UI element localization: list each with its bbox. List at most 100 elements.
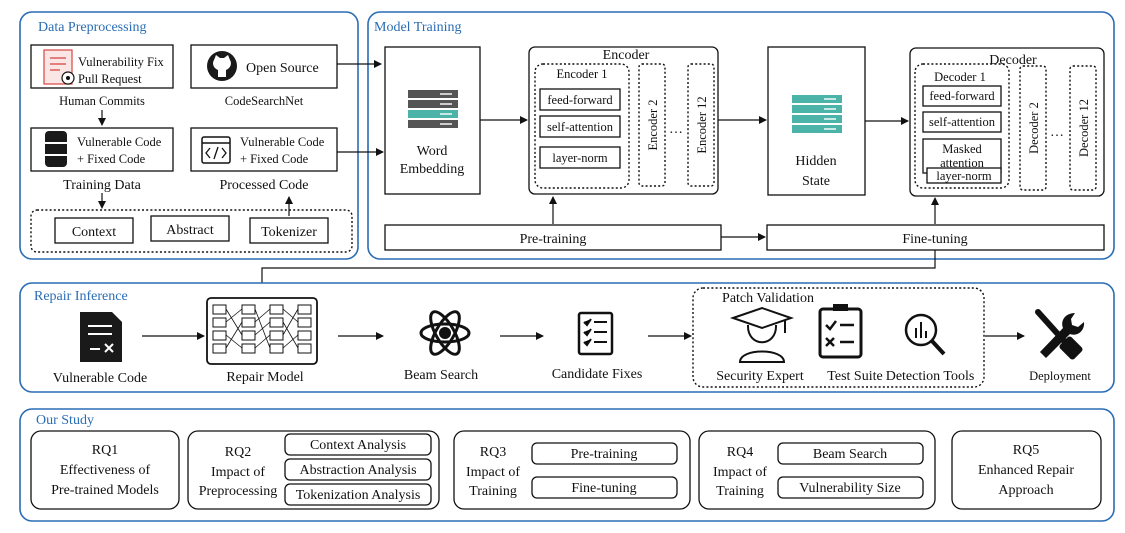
pull-request-icon <box>43 49 75 85</box>
processed-code-label: Processed Code <box>219 178 308 193</box>
code-window-icon <box>201 136 231 164</box>
rq2-title: RQ2 <box>225 445 251 460</box>
beam-search-label: Beam Search <box>404 368 478 383</box>
enc-layer-norm: layer-norm <box>552 151 608 165</box>
word-embedding-box: Word Embedding <box>384 46 481 195</box>
open-source-box: Open Source <box>190 44 338 89</box>
rq4-beam-search: Beam Search <box>813 447 887 462</box>
rq5-line1: Enhanced Repair <box>978 463 1074 478</box>
open-source-label: Open Source <box>246 61 319 76</box>
codesearchnet-label: CodeSearchNet <box>225 94 304 108</box>
encoder-2-label: Encoder 2 <box>646 99 660 150</box>
human-commits-label: Human Commits <box>59 94 145 108</box>
vulnerable-code-icon <box>80 312 122 362</box>
encoder-12-group <box>687 63 715 187</box>
section-repair-inference: Repair Inference Vulnerable Code Repa <box>19 282 1115 393</box>
magnifier-icon <box>904 313 946 356</box>
tools-icon <box>1035 309 1085 360</box>
encoder-title: Encoder <box>603 48 650 63</box>
rq3-pretraining: Pre-training <box>571 447 638 462</box>
detection-tools-label: Detection Tools <box>886 369 975 384</box>
encoder-block: Encoder Encoder 1 feed-forward self-atte… <box>528 46 719 195</box>
section-data-preprocessing: Data Preprocessing Vulnerability Fix Pul… <box>19 11 359 260</box>
test-suite-label: Test Suite <box>827 369 882 384</box>
dec-feed-forward: feed-forward <box>929 89 995 103</box>
section-title: Data Preprocessing <box>38 20 146 35</box>
pretraining-bar: Pre-training <box>520 232 587 247</box>
checklist-icon <box>577 311 614 356</box>
embedding-label: Embedding <box>400 162 465 177</box>
graduate-icon <box>729 306 795 363</box>
database-icon <box>45 131 67 167</box>
enc-feed-forward: feed-forward <box>547 93 613 107</box>
atom-icon <box>419 310 471 356</box>
section-title: Repair Inference <box>34 289 128 304</box>
hidden-state-box: Hidden State <box>767 46 866 196</box>
decoder-12-label: Decoder 12 <box>1077 99 1091 157</box>
rq5-line2: Approach <box>998 483 1053 498</box>
dec-masked-label: Masked <box>942 142 982 156</box>
processed-fixed-label: + Fixed Code <box>240 152 309 166</box>
vuln-fix-label: Vulnerability Fix <box>78 55 164 69</box>
rq2-tokenization-analysis: Tokenization Analysis <box>296 488 421 503</box>
training-data-label: Training Data <box>63 178 141 193</box>
vulnerable-code-label: Vulnerable Code <box>53 371 147 386</box>
section-our-study: Our Study RQ1 Effectiveness of Pre-train… <box>19 408 1115 522</box>
test-suite-icon <box>818 304 863 359</box>
encoder-1-label: Encoder 1 <box>556 67 607 81</box>
rq4-card: RQ4 Impact of Training Beam Search Vulne… <box>698 430 936 510</box>
hidden-layers-icon <box>792 95 842 133</box>
neural-network-icon <box>206 297 318 365</box>
rq3-line2: Training <box>469 484 517 499</box>
decoder-block: Decoder Decoder 1 feed-forward self-atte… <box>909 47 1105 197</box>
rq2-line2: Preprocessing <box>199 484 278 499</box>
rq4-line2: Training <box>716 484 764 499</box>
rq2-abstraction-analysis: Abstraction Analysis <box>299 463 416 478</box>
rq5-card: RQ5 Enhanced Repair Approach <box>951 430 1102 510</box>
processed-vuln-label: Vulnerable Code <box>240 135 325 149</box>
abstract-op: Abstract <box>166 223 214 238</box>
rq4-vulnerability-size: Vulnerability Size <box>799 481 900 496</box>
encoder-ellipsis: … <box>669 122 683 137</box>
security-expert-label: Security Expert <box>716 369 804 384</box>
layers-icon <box>408 90 458 128</box>
preprocessing-ops-group <box>30 209 353 253</box>
dec-self-attention: self-attention <box>929 115 996 129</box>
section-title: Model Training <box>374 20 462 35</box>
encoder-12-label: Encoder 12 <box>695 96 709 153</box>
decoder-ellipsis: … <box>1050 125 1064 140</box>
rq2-card: RQ2 Impact of Preprocessing Context Anal… <box>187 430 440 510</box>
vuln-fix-pr-box: Vulnerability Fix Pull Request <box>30 44 174 89</box>
pull-request-label: Pull Request <box>78 72 142 86</box>
github-icon <box>207 51 237 81</box>
finetuning-bar: Fine-tuning <box>902 232 967 247</box>
rq1-line1: Effectiveness of <box>60 463 151 478</box>
processed-code-box: Vulnerable Code + Fixed Code <box>190 127 338 172</box>
decoder-1-label: Decoder 1 <box>934 70 986 84</box>
decoder-1-group <box>914 63 1010 189</box>
encoder-2-group <box>638 63 666 187</box>
rq2-line1: Impact of <box>211 465 265 480</box>
tokenizer-op: Tokenizer <box>261 225 317 240</box>
rq1-card: RQ1 Effectiveness of Pre-trained Models <box>30 430 180 510</box>
decoder-2-label: Decoder 2 <box>1027 102 1041 154</box>
training-fixed-label: + Fixed Code <box>77 152 146 166</box>
encoder-1-group <box>534 63 630 189</box>
section-title: Our Study <box>36 413 94 428</box>
dec-layer-norm: layer-norm <box>936 169 992 183</box>
rq3-finetuning: Fine-tuning <box>571 481 636 496</box>
candidate-fixes-label: Candidate Fixes <box>552 367 643 382</box>
patch-validation-group: Patch Validation Security Expert Test Su… <box>692 287 985 388</box>
rq4-title: RQ4 <box>727 445 753 460</box>
rq4-line1: Impact of <box>713 465 767 480</box>
context-op: Context <box>72 225 116 240</box>
repair-model-label: Repair Model <box>226 370 303 385</box>
rq1-line2: Pre-trained Models <box>51 483 159 498</box>
rq5-title: RQ5 <box>1013 443 1039 458</box>
rq3-card: RQ3 Impact of Training Pre-training Fine… <box>453 430 691 510</box>
word-label: Word <box>417 144 448 159</box>
rq1-title: RQ1 <box>92 443 118 458</box>
decoder-title: Decoder <box>989 53 1037 68</box>
section-model-training: Model Training Word Embedding Encoder En… <box>367 11 1115 260</box>
